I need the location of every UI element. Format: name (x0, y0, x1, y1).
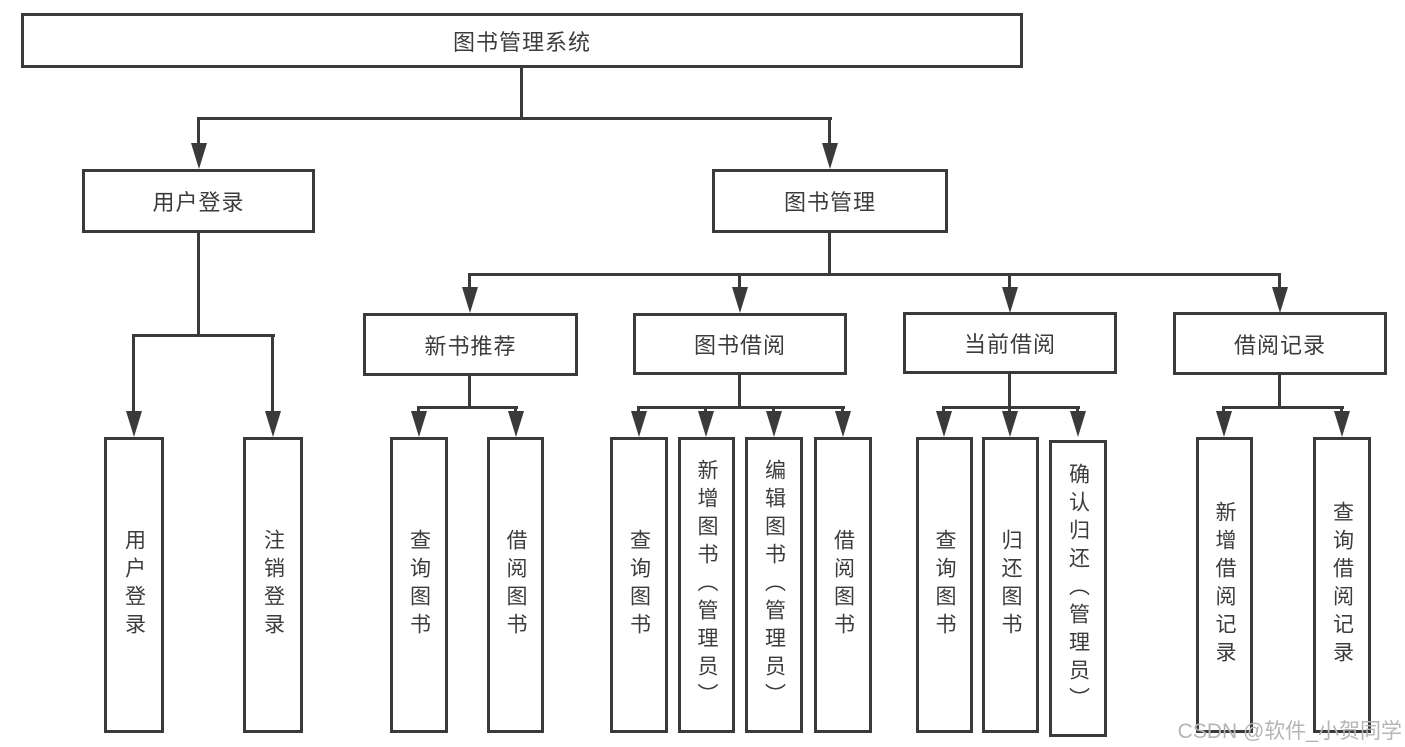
node-user-login: 用户登录 (82, 169, 315, 233)
connector-root-stem (520, 68, 523, 118)
arrow-down-icon (822, 143, 838, 169)
node-label: 确认归还（管理员） (1066, 462, 1090, 715)
connector-user-login-stem (197, 233, 200, 337)
node-label: 图书借阅 (693, 333, 786, 358)
arrow-down-icon (265, 411, 281, 437)
connector-user-login-shaft (197, 118, 200, 150)
node-nb-query-books: 查询图书 (390, 437, 448, 733)
arrow-down-icon (1002, 411, 1018, 437)
connector-shaft (738, 274, 741, 291)
connector-borrow-records-stem (1278, 375, 1281, 409)
connector-current-borrow-bar (942, 406, 1080, 409)
arrow-down-icon (508, 411, 524, 437)
connector-shaft (1008, 274, 1011, 291)
node-label: 借阅记录 (1233, 332, 1326, 358)
arrow-down-icon (631, 411, 647, 437)
arrow-down-icon (1070, 411, 1086, 437)
connector-shaft (1278, 274, 1281, 291)
node-label: 编辑图书（管理员） (762, 459, 786, 711)
node-ul-logout: 注销登录 (243, 437, 303, 733)
node-label: 图书管理系统 (452, 29, 591, 55)
arrow-down-icon (936, 411, 952, 437)
node-bb-edit-books-admin: 编辑图书（管理员） (745, 437, 803, 733)
connector-book-borrow-stem (738, 375, 741, 409)
node-label: 图书管理 (783, 190, 876, 215)
node-label: 当前借阅 (963, 332, 1056, 357)
arrow-down-icon (698, 411, 714, 437)
node-label: 注销登录 (261, 529, 285, 641)
arrow-down-icon (462, 287, 478, 313)
node-bb-borrow-books: 借阅图书 (814, 437, 872, 733)
connector-level2-bar (197, 117, 832, 120)
node-label: 新书推荐 (424, 333, 517, 359)
node-root: 图书管理系统 (21, 13, 1023, 68)
connector-book-borrow-bar (637, 406, 845, 409)
node-label: 借阅图书 (831, 529, 855, 641)
connector-shaft (271, 335, 274, 417)
node-label: 查询借阅记录 (1330, 501, 1354, 669)
connector-new-book-bar (417, 406, 518, 409)
node-label: 查询图书 (407, 529, 431, 641)
node-label: 新增图书（管理员） (695, 459, 718, 711)
node-cb-return-books: 归还图书 (982, 437, 1039, 733)
node-nb-borrow-books: 借阅图书 (487, 437, 544, 733)
watermark: CSDN @软件_小贺同学 (1177, 720, 1402, 743)
node-borrowing-records: 借阅记录 (1173, 312, 1387, 375)
connector-current-borrow-stem (1008, 374, 1011, 409)
node-bb-add-books-admin: 新增图书（管理员） (678, 437, 735, 733)
node-label: 用户登录 (152, 190, 245, 215)
connector-new-book-stem (468, 376, 471, 409)
node-label: 用户登录 (122, 529, 146, 641)
node-label: 查询图书 (933, 529, 956, 641)
node-bb-query-books: 查询图书 (610, 437, 668, 733)
arrow-down-icon (732, 287, 748, 313)
node-book-management: 图书管理 (712, 169, 948, 233)
node-label: 查询图书 (627, 529, 651, 641)
node-new-book-recommend: 新书推荐 (363, 313, 578, 376)
connector-book-mgmt-stem (828, 233, 831, 276)
arrow-down-icon (1334, 411, 1350, 437)
connector-book-mgmt-shaft (828, 118, 831, 150)
arrow-down-icon (766, 411, 782, 437)
connector-borrow-records-bar (1222, 406, 1344, 409)
node-current-borrowing: 当前借阅 (903, 312, 1117, 374)
arrow-down-icon (126, 411, 142, 437)
arrow-down-icon (1002, 287, 1018, 313)
arrow-down-icon (191, 143, 207, 169)
node-br-query-record: 查询借阅记录 (1313, 437, 1371, 733)
node-br-add-record: 新增借阅记录 (1196, 437, 1253, 733)
node-cb-confirm-return-admin: 确认归还（管理员） (1049, 440, 1107, 737)
arrow-down-icon (835, 411, 851, 437)
arrow-down-icon (411, 411, 427, 437)
node-label: 借阅图书 (504, 529, 527, 641)
connector-shaft (132, 335, 135, 417)
node-cb-query-books: 查询图书 (916, 437, 973, 733)
node-label: 新增借阅记录 (1213, 501, 1236, 669)
connector-user-login-bar (132, 334, 275, 337)
node-ul-user-login: 用户登录 (104, 437, 164, 733)
connector-shaft (468, 274, 471, 291)
connector-level3-bar (468, 273, 1281, 276)
node-label: 归还图书 (999, 529, 1022, 641)
arrow-down-icon (1216, 411, 1232, 437)
arrow-down-icon (1272, 287, 1288, 313)
node-book-borrowing: 图书借阅 (633, 313, 847, 375)
